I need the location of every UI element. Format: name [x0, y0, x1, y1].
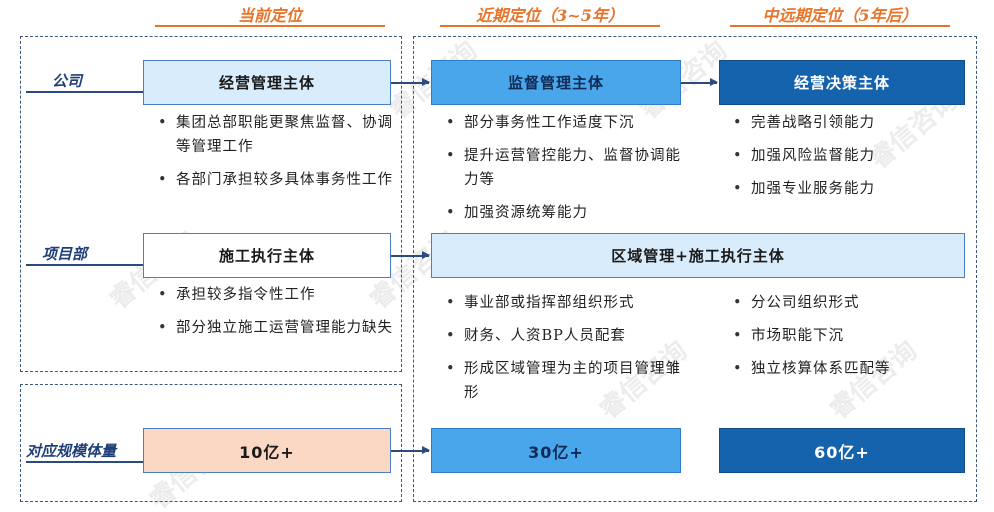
list-item: 市场职能下沉 [733, 324, 969, 348]
row-label-project: 项目部 [42, 245, 88, 263]
header-current-underline [155, 25, 385, 27]
list-item: 分公司组织形式 [733, 291, 969, 315]
header-near-underline [440, 25, 660, 27]
arrow-current-to-shared-project [391, 252, 430, 258]
list-item: 加强专业服务能力 [733, 177, 969, 201]
header-mid-long: 中远期定位（5年后） [762, 6, 918, 25]
row-label-scale-line [26, 461, 144, 463]
current-scale-box: 10亿+ [143, 428, 391, 473]
list-item: 承担较多指令性工作 [158, 283, 394, 307]
current-company-bullets: 集团总部职能更聚焦监督、协调等管理工作 各部门承担较多具体事务性工作 [158, 111, 394, 201]
arrow-near-to-midlong-company [681, 79, 718, 85]
header-current: 当前定位 [237, 6, 302, 25]
list-item: 部分独立施工运营管理能力缺失 [158, 316, 394, 340]
frame-future [413, 36, 977, 502]
arrow-current-to-near-company [391, 79, 430, 85]
midlong-company-box: 经营决策主体 [719, 60, 965, 105]
list-item: 部分事务性工作适度下沉 [446, 111, 682, 135]
list-item: 提升运营管控能力、监督协调能力等 [446, 144, 682, 192]
current-project-box: 施工执行主体 [143, 233, 391, 278]
list-item: 完善战略引领能力 [733, 111, 969, 135]
near-company-box: 监督管理主体 [431, 60, 681, 105]
arrow-current-to-near-scale [391, 447, 430, 453]
row-label-project-line [26, 264, 144, 266]
list-item: 事业部或指挥部组织形式 [446, 291, 682, 315]
row-label-company-line [26, 91, 144, 93]
midlong-scale-box: 60亿+ [719, 428, 965, 473]
header-near: 近期定位（3~5年） [476, 6, 624, 25]
list-item: 财务、人资BP人员配套 [446, 324, 682, 348]
midlong-company-bullets: 完善战略引领能力 加强风险监督能力 加强专业服务能力 [733, 111, 969, 210]
frame-current-top [20, 36, 402, 372]
current-company-box: 经营管理主体 [143, 60, 391, 105]
list-item: 独立核算体系匹配等 [733, 357, 969, 381]
list-item: 加强风险监督能力 [733, 144, 969, 168]
list-item: 形成区域管理为主的项目管理雏形 [446, 357, 682, 405]
list-item: 各部门承担较多具体事务性工作 [158, 168, 394, 192]
current-project-bullets: 承担较多指令性工作 部分独立施工运营管理能力缺失 [158, 283, 394, 349]
header-mid-long-underline [730, 25, 950, 27]
list-item: 集团总部职能更聚焦监督、协调等管理工作 [158, 111, 394, 159]
near-scale-box: 30亿+ [431, 428, 681, 473]
list-item: 加强资源统筹能力 [446, 201, 682, 225]
row-label-company: 公司 [52, 72, 83, 90]
shared-project-box: 区域管理+施工执行主体 [431, 233, 965, 278]
near-company-bullets: 部分事务性工作适度下沉 提升运营管控能力、监督协调能力等 加强资源统筹能力 [446, 111, 682, 234]
midlong-project-bullets: 分公司组织形式 市场职能下沉 独立核算体系匹配等 [733, 291, 969, 390]
near-project-bullets: 事业部或指挥部组织形式 财务、人资BP人员配套 形成区域管理为主的项目管理雏形 [446, 291, 682, 414]
row-label-scale: 对应规模体量 [26, 442, 117, 460]
frame-current-bottom [20, 384, 402, 502]
